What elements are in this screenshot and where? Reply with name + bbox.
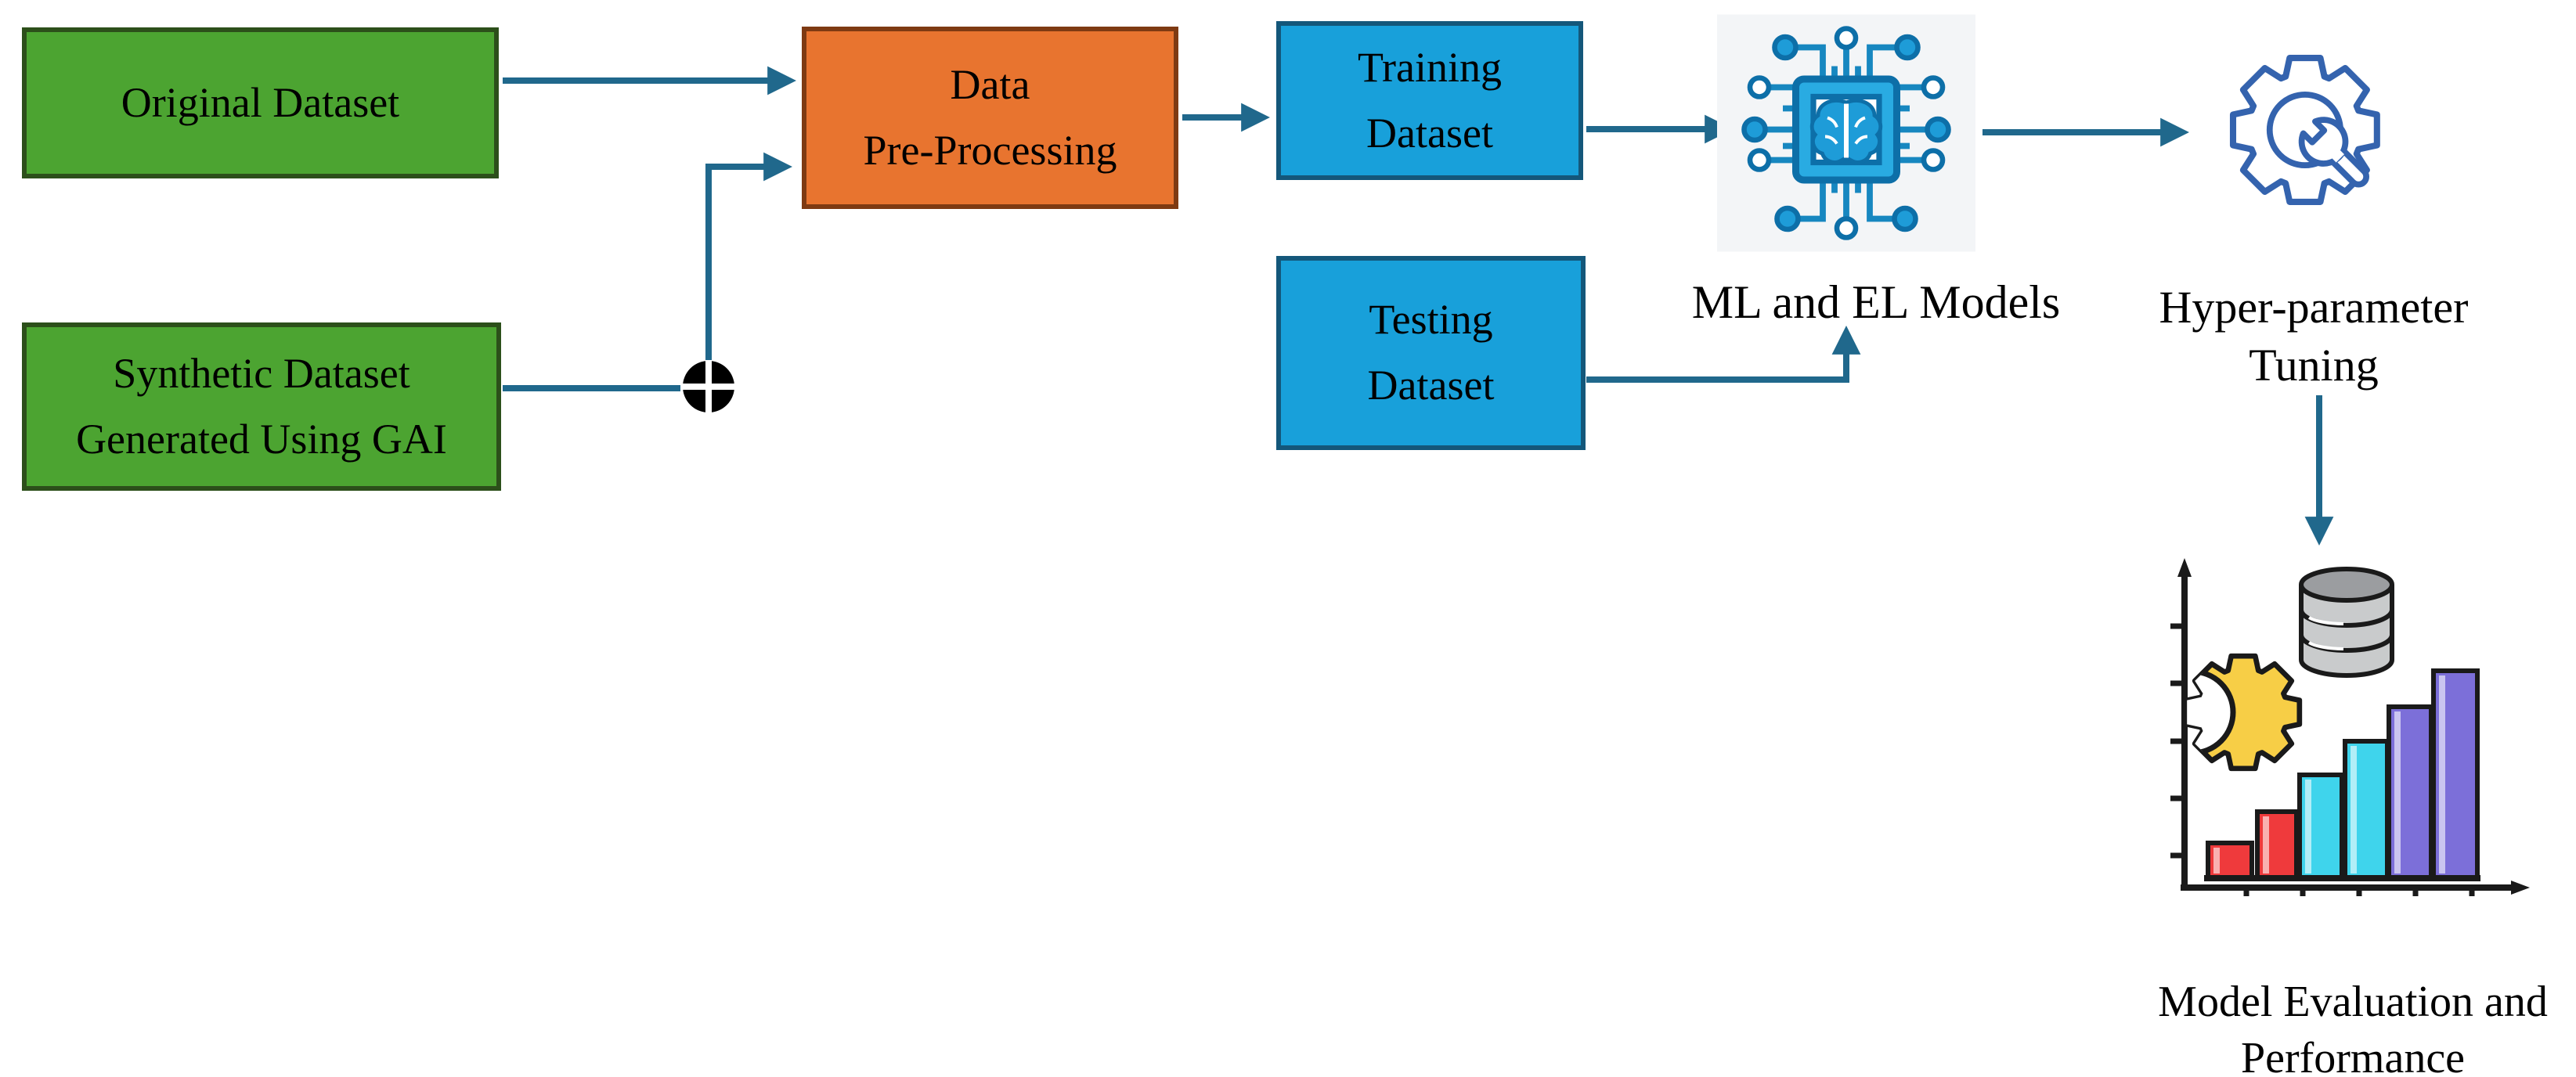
node-synthetic-dataset: Synthetic Dataset Generated Using GAI <box>22 322 501 491</box>
merge-plus-circle-junction-icon <box>682 360 735 413</box>
training-dataset-label-line2: Dataset <box>1366 109 1493 157</box>
bar-chart-gear-database-icon <box>2170 558 2530 896</box>
tuning-caption-line1: Hyper-parameter <box>2159 282 2469 333</box>
yellow-gear-glyph <box>2184 653 2303 772</box>
database-glyph <box>2299 567 2394 678</box>
node-original-dataset: Original Dataset <box>22 27 499 178</box>
ml-el-models-caption: ML and EL Models <box>1691 276 2061 328</box>
growth-bars <box>2204 668 2480 881</box>
testing-dataset-label-line2: Dataset <box>1367 362 1495 409</box>
model-evaluation-caption: Model Evaluation and Performance <box>2141 974 2564 1077</box>
brain-glyph <box>1809 99 1883 164</box>
preprocessing-label-line2: Pre-Processing <box>863 126 1117 174</box>
arrow-testing-to-models <box>1586 326 1861 383</box>
node-training-dataset: Training Dataset <box>1276 21 1583 180</box>
synthetic-dataset-label-line1: Synthetic Dataset <box>113 349 410 397</box>
chip-brain-icon <box>1717 14 1975 252</box>
arrow-junction-to-preprocessing <box>705 152 792 360</box>
chart-axes <box>2170 558 2530 896</box>
gear-wrench-icon <box>2229 55 2380 205</box>
node-data-preprocessing: Data Pre-Processing <box>802 27 1178 209</box>
evaluation-caption-line2: Performance <box>2240 1033 2466 1077</box>
evaluation-caption-line1: Model Evaluation and <box>2158 978 2548 1026</box>
node-testing-dataset: Testing Dataset <box>1276 256 1586 450</box>
hyperparameter-tuning-caption: Hyper-parameter Tuning <box>2118 279 2509 394</box>
testing-dataset-label-line1: Testing <box>1369 296 1493 344</box>
synthetic-dataset-label-line2: Generated Using GAI <box>76 415 447 463</box>
original-dataset-label: Original Dataset <box>121 78 400 126</box>
training-dataset-label-line1: Training <box>1357 43 1503 91</box>
preprocessing-label-line1: Data <box>950 60 1030 108</box>
wrench-glyph <box>2298 117 2370 188</box>
tuning-caption-line2: Tuning <box>2249 340 2379 391</box>
